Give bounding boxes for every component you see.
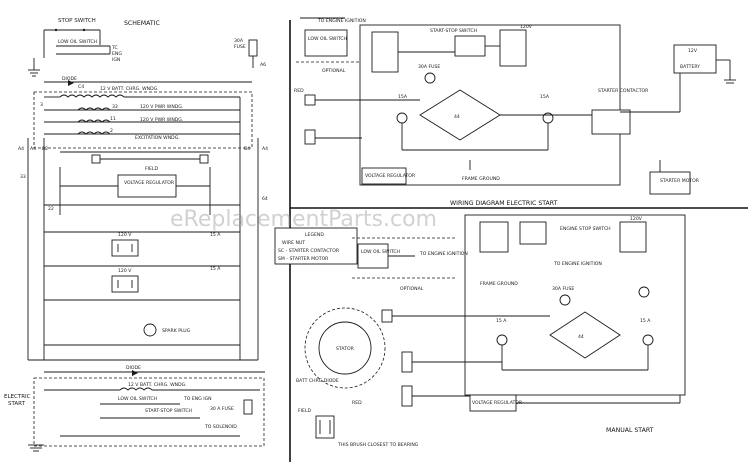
field-label: FIELD	[145, 166, 158, 172]
svg-text:B4: B4	[244, 146, 250, 152]
wire-64-label: 64	[262, 196, 268, 202]
wire-33-label: 33	[20, 174, 26, 180]
ms-optional-label: OPTIONAL	[400, 286, 424, 292]
manual-start-panel: LOW OIL SWITCH TO ENGINE IGNITION OPTION…	[296, 214, 686, 448]
svg-text:FUSE: FUSE	[234, 44, 246, 50]
es-fuse-label: 30 A FUSE	[210, 406, 234, 412]
legend-item-1: WIRE NUT	[282, 240, 305, 246]
wire-22-label: 22	[48, 206, 54, 212]
ms-brush-note-label: THIS BRUSH CLOSEST TO BEARING	[337, 442, 419, 448]
spark-plug-label: SPARK PLUG	[162, 328, 191, 334]
es-to-eng-ign-label: TO ENG IGN	[183, 396, 212, 402]
legend-item-2: SC - STARTER CONTACTOR	[278, 248, 340, 254]
svg-text:44: 44	[578, 334, 584, 340]
svg-text:TC: TC	[111, 45, 118, 51]
legend-item-3: SM - STARTER MOTOR	[278, 256, 329, 262]
ms-field-label: FIELD	[298, 408, 311, 414]
ms-stator-label: STATOR	[336, 346, 355, 352]
ms-15a-left-label: 15 A	[496, 318, 507, 324]
schematic-title: SCHEMATIC	[124, 20, 160, 27]
svg-text:A4: A4	[262, 146, 268, 152]
ws-battery-12v-label: 12V	[688, 48, 698, 54]
svg-text:33: 33	[112, 104, 118, 110]
schematic-panel: SCHEMATIC STOP SWITCH LOW OIL SWITCH TC …	[18, 18, 268, 361]
ms-to-engine-ign2-label: TO ENGINE IGNITION	[553, 261, 602, 267]
svg-text:44: 44	[454, 114, 460, 120]
ms-frame-ground-label: FRAME GROUND	[480, 281, 518, 287]
wiring-electric-start-panel: LOW OIL SWITCH TO ENGINE IGNITION OPTION…	[294, 17, 736, 207]
ws-15a-right-label: 15A	[540, 94, 550, 100]
watermark: eReplacementParts.com	[170, 207, 437, 232]
ms-120v-label: 120V	[630, 216, 643, 222]
ms-batt-chrg-diode-label: BATT CHRG DIODE	[296, 378, 339, 384]
es-batt-chrg-label: 12 V BATT. CHRG. WNDG.	[128, 382, 187, 388]
svg-text:RED: RED	[294, 88, 304, 94]
es-low-oil-label: LOW OIL SWITCH	[118, 396, 157, 402]
svg-text:2: 2	[110, 128, 113, 134]
ws-to-engine-ign-label: TO ENGINE IGNITION	[317, 18, 366, 24]
ws-starter-contactor-label: STARTER CONTACTOR	[598, 88, 649, 94]
ws-start-stop-label: START-STOP SWITCH	[430, 28, 477, 34]
batt-chrg-wndg-label: 12 V BATT. CHRG. WNDG.	[100, 86, 159, 92]
ms-low-oil-label: LOW OIL SWITCH	[361, 249, 400, 255]
ws-optional-label: OPTIONAL	[322, 68, 346, 74]
a15-label-2: 15 A	[210, 266, 221, 272]
legend-panel: LEGEND WIRE NUT SC - STARTER CONTACTOR S…	[274, 227, 358, 265]
ws-low-oil-label: LOW OIL SWITCH	[308, 36, 347, 42]
pwr-wndg-label-1: 120 V PWR WNDG.	[140, 104, 183, 110]
ms-title: MANUAL START	[606, 427, 654, 434]
es-diode-label: DIODE	[126, 365, 141, 371]
pwr-wndg-label-2: 120 V PWR WNDG.	[140, 117, 183, 123]
ms-fuse-label: 30A FUSE	[552, 286, 574, 292]
ws-battery-label: BATTERY	[680, 64, 700, 70]
electric-start-panel: ELECTRIC START DIODE 12 V BATT. CHRG. WN…	[4, 365, 265, 452]
ms-red-label: RED	[352, 400, 362, 406]
ms-15a-right-label: 15 A	[640, 318, 651, 324]
ws-15a-left-label: 15A	[398, 94, 408, 100]
low-oil-switch-label: LOW OIL SWITCH	[58, 39, 97, 45]
ms-to-engine-ign-label: TO ENGINE IGNITION	[419, 251, 468, 257]
es-start-stop-label: START-STOP SWITCH	[145, 408, 192, 414]
ws-starter-motor-label: STARTER MOTOR	[660, 178, 700, 184]
ms-engine-stop-label: ENGINE STOP SWITCH	[560, 226, 611, 232]
es-to-solenoid-label: TO SOLENOID	[204, 424, 237, 430]
stop-switch-label: STOP SWITCH	[58, 18, 96, 24]
excitation-wndg-label: EXCITATION WNDG.	[135, 135, 180, 141]
wire-a4-label: A4	[18, 146, 24, 152]
electric-start-label-1: ELECTRIC	[4, 394, 31, 400]
ws-frame-ground-label: FRAME GROUND	[462, 176, 500, 182]
ms-voltage-regulator-label: VOLTAGE REGULATOR	[472, 400, 523, 406]
electric-start-label-2: START	[8, 401, 26, 407]
svg-text:A4: A4	[30, 146, 36, 152]
v120-label-b: 120 V	[118, 268, 132, 274]
ws-120v-label: 120V	[520, 24, 533, 30]
svg-text:A6: A6	[260, 62, 266, 68]
ws-voltage-regulator-label: VOLTAGE REGULATOR	[365, 173, 416, 179]
svg-text:C4: C4	[78, 84, 84, 90]
svg-text:ENG: ENG	[112, 51, 122, 57]
svg-text:30A: 30A	[234, 38, 244, 44]
ws-fuse-label: 30A FUSE	[418, 64, 440, 70]
a15-label-1: 15 A	[210, 232, 221, 238]
svg-text:IGN: IGN	[112, 57, 120, 63]
v120-label-a: 120 V	[118, 232, 132, 238]
voltage-regulator-label: VOLTAGE REGULATOR	[124, 180, 175, 186]
svg-text:3: 3	[40, 102, 43, 108]
ws-wiring-title: WIRING DIAGRAM ELECTRIC START	[450, 200, 558, 207]
legend-title: LEGEND	[305, 232, 324, 238]
wire-b2-label: B2	[42, 146, 48, 152]
diode-label: DIODE	[62, 76, 77, 82]
svg-text:11: 11	[110, 116, 116, 122]
